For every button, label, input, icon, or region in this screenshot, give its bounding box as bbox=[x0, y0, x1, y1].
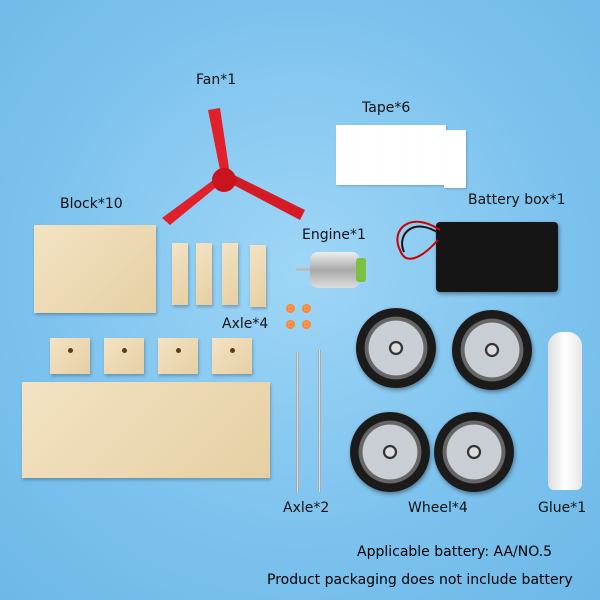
wheel bbox=[434, 412, 514, 492]
wheel-label: Wheel*4 bbox=[408, 500, 468, 516]
tape-label: Tape*6 bbox=[362, 100, 411, 116]
wheel bbox=[452, 310, 532, 390]
wheel bbox=[356, 308, 436, 388]
fan-propeller bbox=[162, 108, 305, 225]
packaging-note: Product packaging does not include batte… bbox=[267, 572, 573, 588]
block-label: Block*10 bbox=[60, 196, 123, 212]
fan-label: Fan*1 bbox=[196, 72, 237, 88]
glue-tube bbox=[548, 332, 582, 490]
axle-rod bbox=[296, 352, 299, 492]
battery-box bbox=[436, 222, 558, 292]
axle-rod bbox=[318, 350, 321, 492]
engine-shaft bbox=[296, 268, 310, 271]
battery-box-label: Battery box*1 bbox=[468, 192, 566, 208]
engine-label: Engine*1 bbox=[302, 227, 366, 243]
battery-note: Applicable battery: AA/NO.5 bbox=[357, 544, 553, 560]
glue-label: Glue*1 bbox=[538, 500, 587, 516]
wheel bbox=[350, 412, 430, 492]
axle-rods-label: Axle*2 bbox=[283, 500, 330, 516]
battery-wires bbox=[396, 220, 441, 260]
axle-nuts-label: Axle*4 bbox=[222, 316, 269, 332]
engine-motor bbox=[310, 252, 366, 288]
